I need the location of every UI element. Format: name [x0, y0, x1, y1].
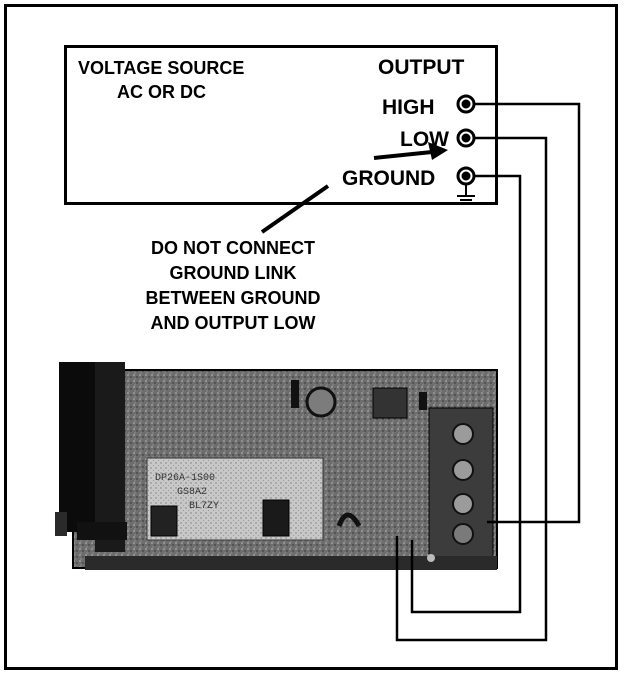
ground-symbol-icon [457, 184, 475, 205]
low-lead [395, 136, 548, 642]
front-bezel [59, 362, 95, 532]
output-title: OUTPUT [378, 56, 465, 79]
mount-screw [427, 554, 435, 562]
test-leads [395, 102, 581, 642]
high-lead [474, 102, 581, 524]
component-block [150, 505, 178, 537]
screw-terminal [452, 459, 474, 481]
ground-link-arrow-icon [373, 142, 448, 160]
warning-note: DO NOT CONNECT GROUND LINK BETWEEN GROUN… [118, 236, 348, 336]
screw-terminal [452, 523, 474, 545]
screw-terminal [452, 423, 474, 445]
high-terminal-label: HIGH [382, 96, 435, 119]
voltage-source-subtitle: AC OR DC [117, 82, 206, 102]
label-plate-text: DP26A-1S00 [155, 473, 215, 484]
small-chip [419, 392, 427, 410]
voltage-source-box [64, 45, 498, 205]
front-bezel-step [95, 362, 125, 552]
ground-connector-icon [456, 166, 476, 186]
small-chip [291, 380, 299, 408]
label-plate-text: BL7ZY [189, 501, 219, 512]
label-plate-text: GS8A2 [177, 487, 207, 498]
screw-terminal [452, 493, 474, 515]
high-connector-icon [456, 94, 476, 114]
trim-pot [305, 386, 337, 418]
component-block [262, 499, 290, 537]
warning-note-line: GROUND LINK [169, 263, 297, 283]
warning-note-line: AND OUTPUT LOW [150, 313, 316, 333]
low-terminal-label: LOW [400, 128, 449, 151]
bottom-rail [85, 556, 497, 570]
ground-terminal-label: GROUND [342, 167, 436, 190]
low-connector-icon [456, 128, 476, 148]
bezel-clip [77, 522, 127, 540]
warning-note-line: BETWEEN GROUND [145, 288, 321, 308]
warning-note-line: DO NOT CONNECT [151, 238, 315, 258]
panel-meter-board: DP26A-1S00 GS8A2 BL7ZY [55, 362, 498, 570]
adjust-knob [55, 512, 67, 536]
ground-lead [410, 174, 522, 614]
square-pot [372, 387, 408, 419]
voltage-source-title: VOLTAGE SOURCE [78, 58, 245, 78]
note-pointer-line [260, 184, 330, 234]
capacitor [336, 512, 362, 528]
